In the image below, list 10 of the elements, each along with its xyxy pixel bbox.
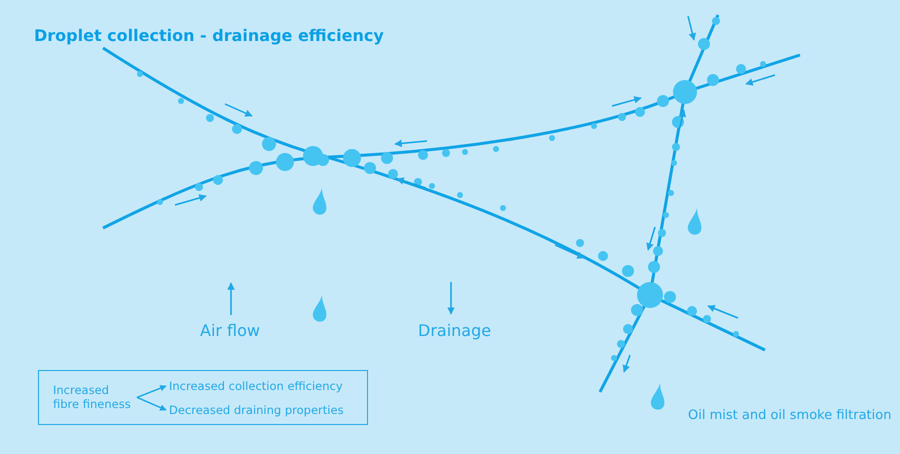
arrow bbox=[136, 396, 167, 411]
legend-box bbox=[38, 370, 368, 425]
flow-label: Air flow bbox=[200, 321, 260, 340]
arrow bbox=[136, 385, 167, 398]
effect-text: Decreased draining properties bbox=[169, 403, 344, 417]
caption-text: Oil mist and oil smoke filtration bbox=[688, 408, 892, 423]
title: Droplet collection - drainage efficiency bbox=[34, 26, 384, 45]
flow-label: Drainage bbox=[418, 321, 492, 340]
effect-text: Increased fibre fineness bbox=[53, 383, 133, 412]
effect-text: Increased collection efficiency bbox=[169, 379, 343, 393]
